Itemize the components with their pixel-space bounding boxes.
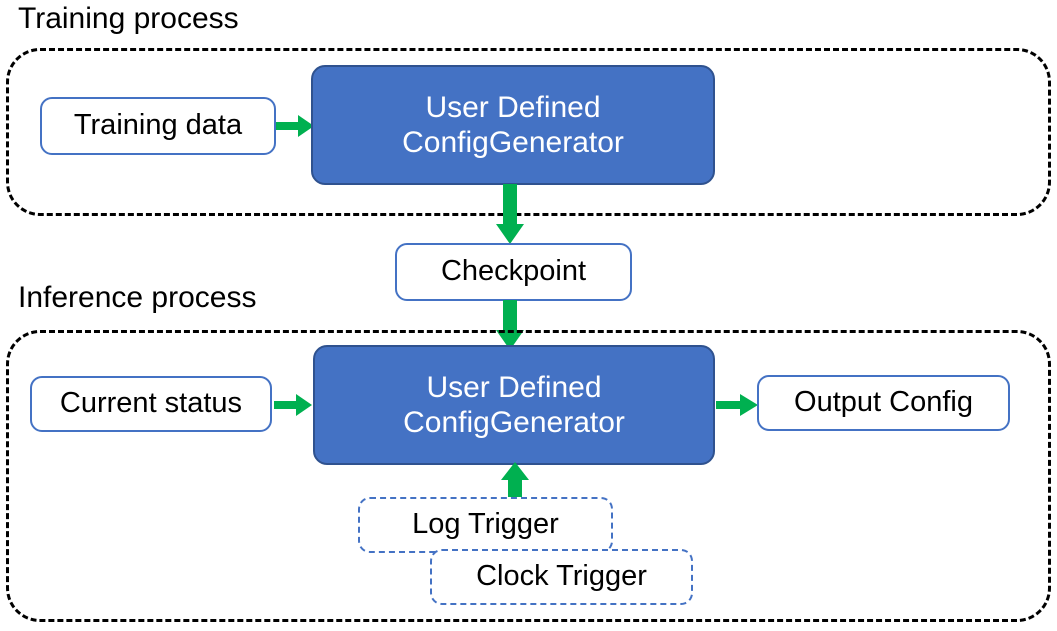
arrow-checkpoint-to-inference-generator <box>496 300 532 352</box>
log-trigger-node[interactable]: Log Trigger <box>358 497 613 553</box>
training-data-node[interactable]: Training data <box>40 97 276 155</box>
training-config-generator-node[interactable]: User Defined ConfigGenerator <box>311 65 715 185</box>
training-process-container <box>6 48 1051 216</box>
training-config-generator-line1: User Defined <box>425 90 601 124</box>
checkpoint-node[interactable]: Checkpoint <box>395 243 632 301</box>
arrow-generator-to-checkpoint <box>496 184 532 246</box>
arrow-trigger-to-generator <box>501 462 535 506</box>
arrow-current-status-to-generator <box>274 387 314 423</box>
training-process-label: Training process <box>18 2 239 35</box>
inference-config-generator-line1: User Defined <box>426 370 602 404</box>
inference-config-generator-line2: ConfigGenerator <box>403 406 625 439</box>
clock-trigger-node[interactable]: Clock Trigger <box>430 549 693 605</box>
arrow-training-data-to-generator <box>276 108 316 144</box>
inference-process-container <box>6 330 1051 622</box>
arrow-generator-to-output-config <box>716 387 760 423</box>
inference-config-generator-node[interactable]: User Defined ConfigGenerator <box>313 345 715 465</box>
output-config-node[interactable]: Output Config <box>757 375 1010 431</box>
training-config-generator-line2: ConfigGenerator <box>402 126 624 159</box>
inference-process-label: Inference process <box>18 281 257 314</box>
current-status-node[interactable]: Current status <box>30 376 272 432</box>
